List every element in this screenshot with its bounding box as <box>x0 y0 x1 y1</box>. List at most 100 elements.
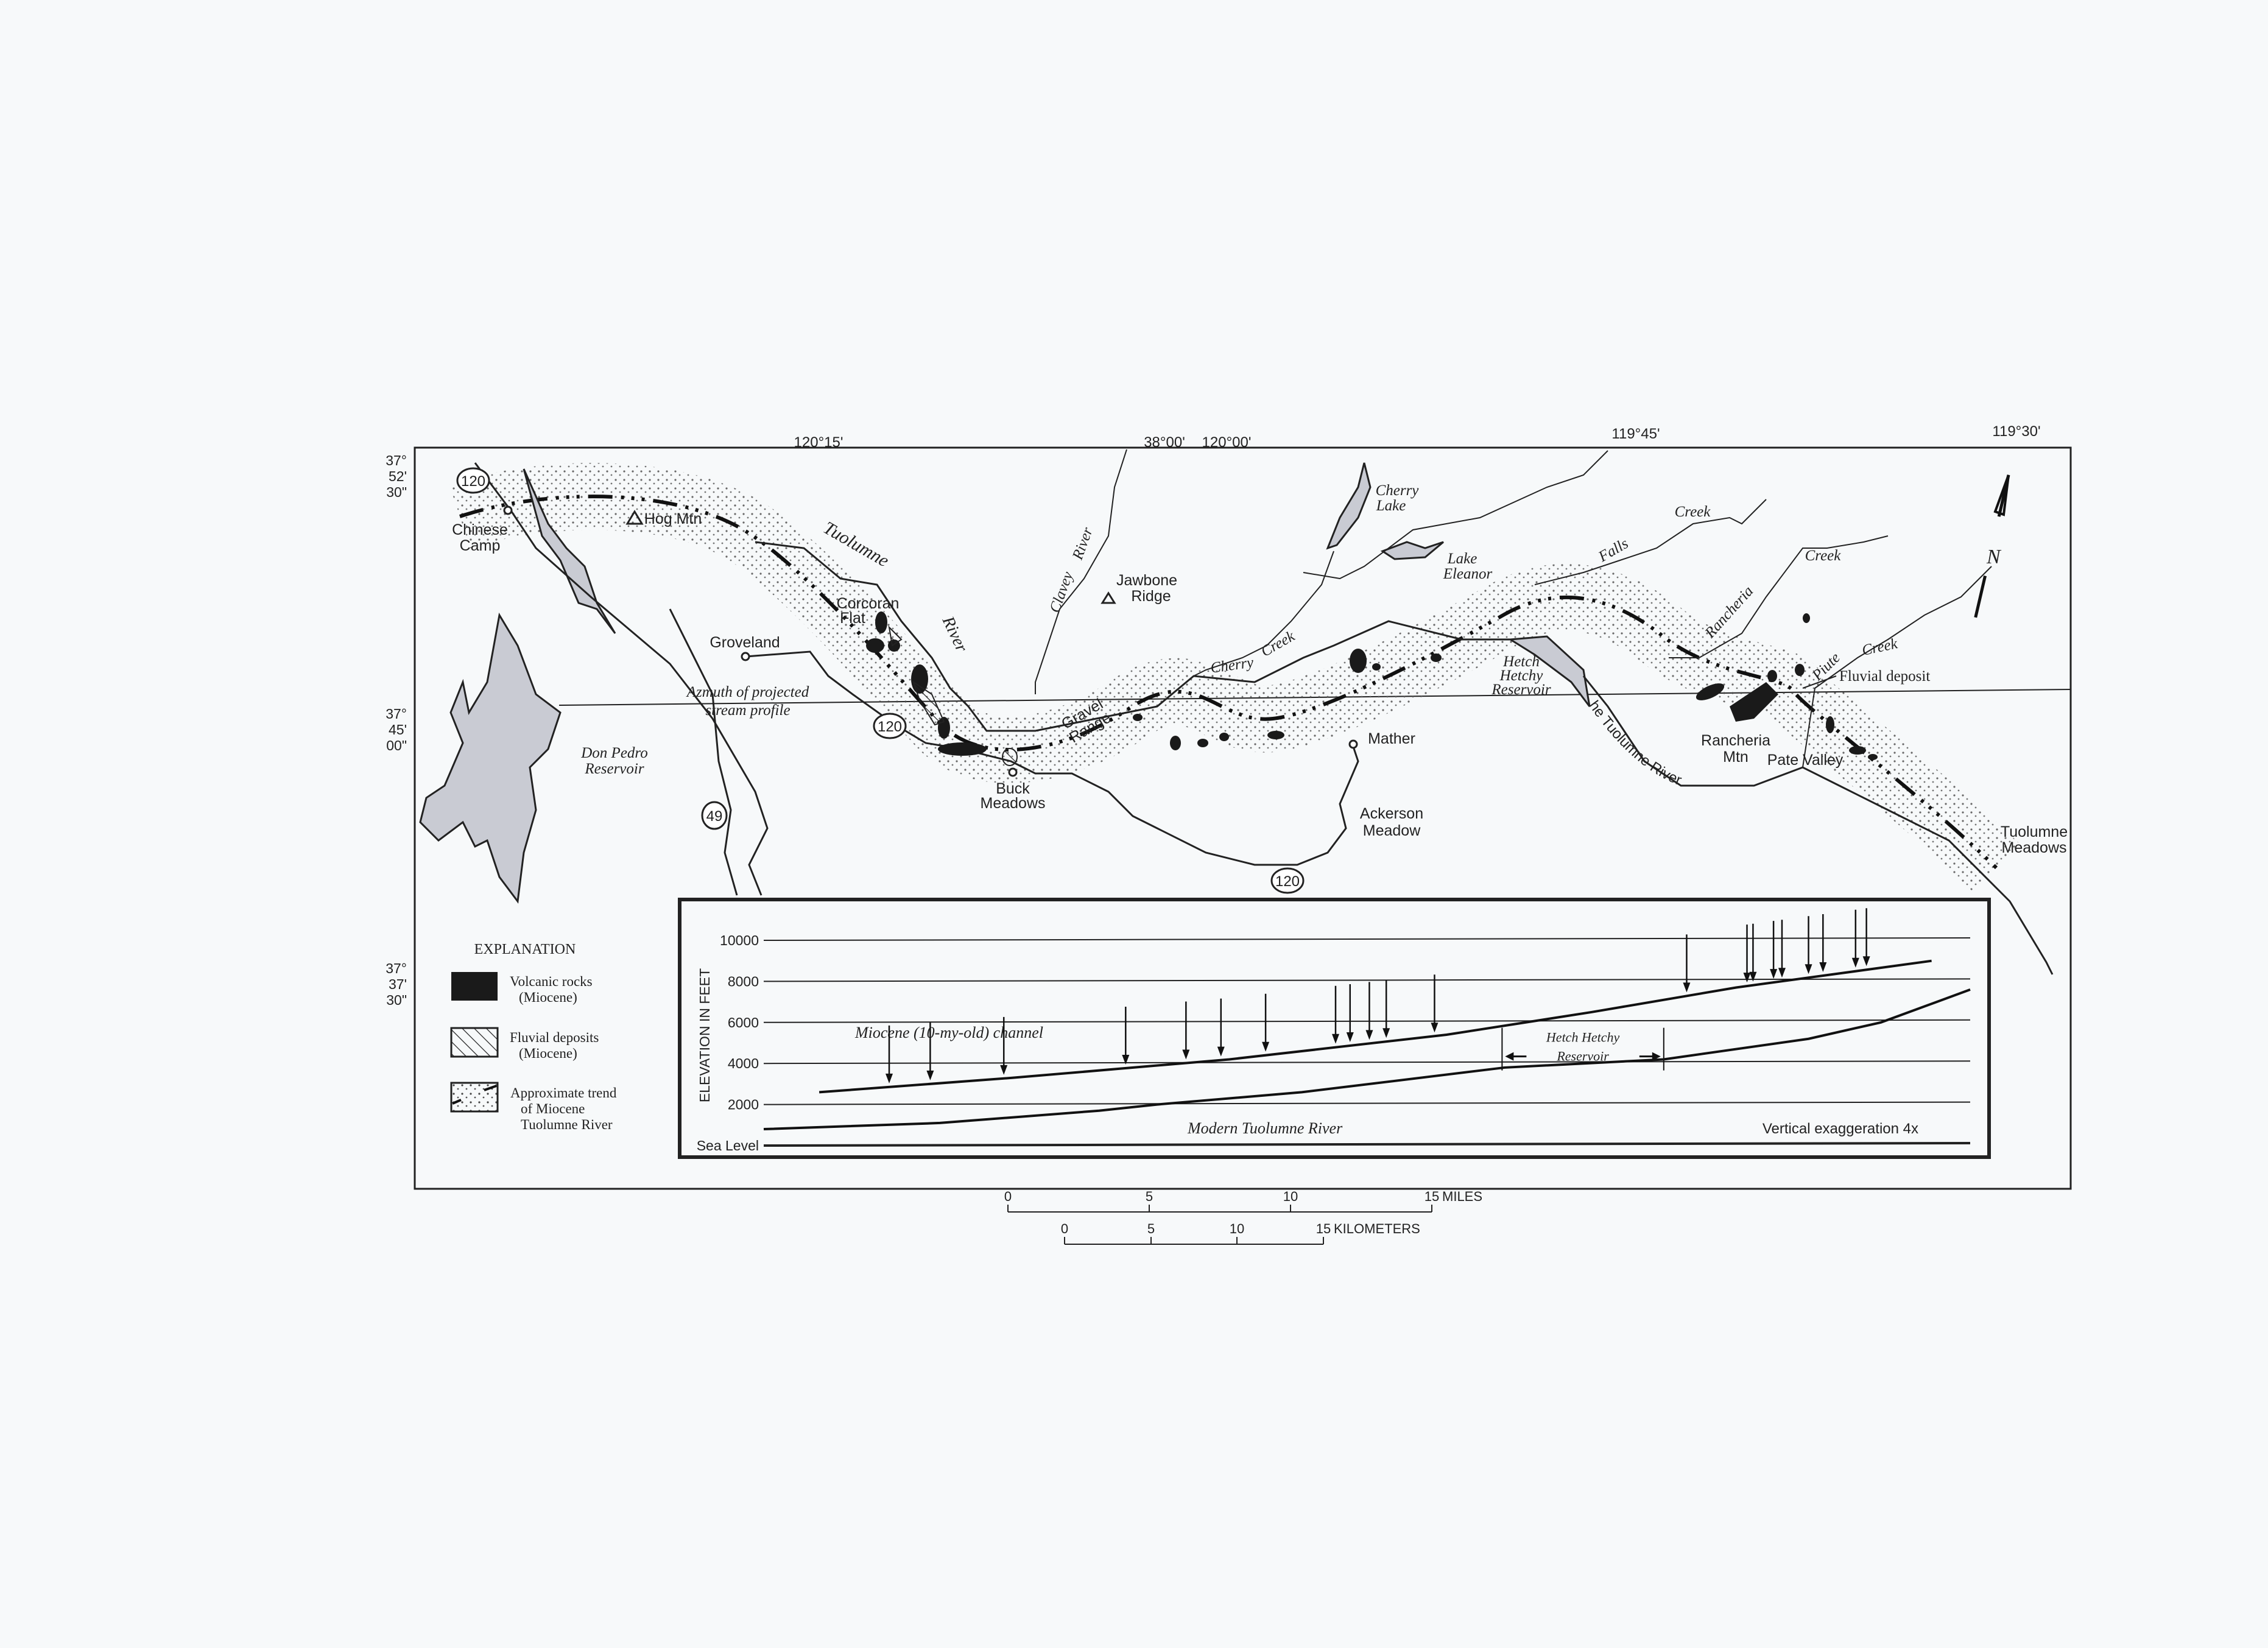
fluvial-deposit-outcrops <box>888 625 1018 766</box>
lat-label: 37° <box>386 960 407 976</box>
place-label: Camp <box>460 537 501 554</box>
modern-river-label: Modern Tuolumne River <box>1187 1119 1343 1137</box>
sample-arrow-head <box>1743 973 1751 983</box>
azimuth-label: Azmuth of projected <box>686 684 809 700</box>
sample-arrow-head <box>1331 1034 1339 1044</box>
lon-label: 38°00' <box>1144 434 1185 451</box>
lat-label: 30" <box>386 992 407 1008</box>
legend-label: Fluvial deposits <box>510 1030 599 1045</box>
miocene-trend-band <box>449 463 2020 892</box>
water-label: Hetch <box>1502 653 1540 670</box>
water-label: River <box>938 613 971 655</box>
sample-arrow-head <box>1749 971 1757 982</box>
water-label: Creek <box>1805 548 1842 564</box>
lat-label: 52' <box>389 468 407 484</box>
rancheria-creek <box>1669 535 1889 658</box>
y-tick-label: 6000 <box>728 1015 759 1030</box>
lon-label: 120°00' <box>1202 434 1252 451</box>
highway-shields: 120 120 49 120 <box>456 467 1305 894</box>
legend-swatch-volcanic <box>451 972 498 1001</box>
scale-unit: MILES <box>1442 1189 1482 1204</box>
azimuth-label: stream profile <box>705 702 790 719</box>
scale-bar: 0 5 10 15 MILES 0 5 10 15 KILOMETERS <box>1004 1189 1482 1245</box>
scale-tick: 5 <box>1146 1189 1153 1204</box>
gridline <box>763 937 1971 941</box>
sample-arrow-head <box>1819 962 1827 973</box>
place-label: Jawbone <box>1116 572 1177 589</box>
cherry-creek <box>1193 551 1334 677</box>
stream-profile-inset: ELEVATION IN FEET Miocene (10-my-old) ch… <box>678 898 1991 1159</box>
water-label: Lake <box>1376 498 1406 514</box>
place-label: Groveland <box>710 634 780 651</box>
water-label: Cherry <box>1376 482 1420 499</box>
water-label: Cherry <box>1210 654 1255 677</box>
highway-shield-120-b: 120 <box>878 719 902 735</box>
water-label: Creek <box>1258 628 1298 660</box>
sample-arrow-head <box>1683 982 1691 993</box>
sample-arrow-head <box>1851 957 1859 968</box>
water-label: Clavey <box>1046 569 1076 614</box>
highway-49 <box>669 608 738 896</box>
sample-arrow-head <box>1770 969 1778 979</box>
water-label: Eleanor <box>1443 566 1493 582</box>
miocene-trend-line <box>459 495 1998 870</box>
town-markers <box>503 505 1358 777</box>
longitude-labels: 120°15' 38°00' 120°00' 119°45' 119°30' <box>794 423 2041 451</box>
legend-label: (Miocene) <box>519 990 577 1005</box>
lon-label: 119°45' <box>1611 426 1660 442</box>
miocene-channel-label: Miocene (10-my-old) channel <box>854 1024 1043 1041</box>
place-label: Hog Mtn <box>644 510 702 527</box>
y-tick-label: 4000 <box>728 1055 759 1071</box>
sample-arrow-head <box>1262 1041 1270 1052</box>
sample-arrow-head <box>886 1073 893 1083</box>
water-label: Rancheria <box>1702 583 1756 641</box>
water-label: Don Pedro <box>580 745 647 761</box>
profile-ylabel: ELEVATION IN FEET <box>697 968 713 1102</box>
y-tick-label: 2000 <box>728 1097 759 1113</box>
sample-arrow-head <box>1122 1054 1130 1065</box>
place-label: Fluvial deposit <box>1839 668 1930 685</box>
lat-label: 37° <box>386 706 407 722</box>
lon-label: 120°15' <box>794 434 843 451</box>
falls-creek <box>1534 499 1767 585</box>
tuolumne-arm-reservoir <box>523 468 616 634</box>
legend-label: Approximate trend <box>510 1085 617 1100</box>
scale-tick: 10 <box>1283 1189 1298 1204</box>
clavey-river <box>1035 449 1127 694</box>
sample-arrow-head <box>926 1070 934 1080</box>
place-label: Meadow <box>1363 822 1421 839</box>
sample-arrow-head <box>1182 1049 1190 1060</box>
place-label: Ackerson <box>1360 805 1423 822</box>
highway-shield-49: 49 <box>706 808 723 825</box>
scale-tick: 15 <box>1425 1189 1439 1204</box>
water-label: Lake <box>1447 551 1477 567</box>
volcanic-rock-outcrops <box>866 611 1878 760</box>
cherry-lake <box>1326 462 1372 550</box>
sample-arrow-head <box>1365 1030 1373 1040</box>
legend-swatch-fluvial <box>450 1027 499 1058</box>
don-pedro-reservoir <box>419 612 562 904</box>
scale-tick: 0 <box>1061 1221 1068 1236</box>
legend: EXPLANATION Volcanic rocks (Miocene) Flu… <box>450 942 617 1132</box>
miocene-channel-line <box>819 959 1932 1094</box>
legend-label: Tuolumne River <box>521 1117 613 1132</box>
lat-label: 30" <box>386 484 407 500</box>
place-label: Buck <box>996 780 1030 797</box>
reservoir-label: Hetch Hetchy <box>1546 1030 1620 1045</box>
peak-triangle-icons <box>625 510 1116 604</box>
lat-label: 37° <box>386 452 407 468</box>
scale-tick: 5 <box>1147 1221 1155 1236</box>
highway-120-west <box>474 462 769 896</box>
sample-arrow-head <box>1778 968 1786 978</box>
highway-120-east <box>745 650 1359 866</box>
gridline <box>763 1142 1971 1147</box>
modern-river-line <box>763 988 1971 1131</box>
gridline <box>763 1060 1971 1065</box>
map-frame <box>414 446 2072 1190</box>
y-tick-label: 8000 <box>728 973 759 989</box>
scale-tick: 15 <box>1316 1221 1331 1236</box>
sample-arrow-head <box>1862 956 1870 967</box>
place-label: Mather <box>1368 730 1415 747</box>
latitude-labels: 37° 52' 30" 37° 45' 00" 37° 37' 30" <box>386 452 407 1008</box>
sample-arrow-head <box>1431 1023 1439 1033</box>
